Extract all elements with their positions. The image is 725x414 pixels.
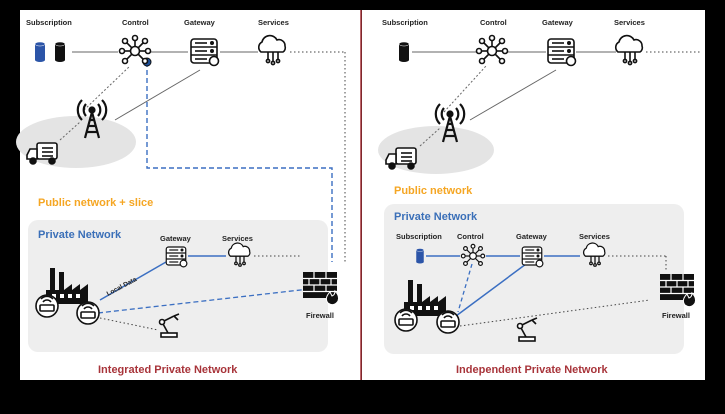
right-private-network-box: [384, 204, 684, 354]
right-router-icon-2: [436, 310, 460, 334]
left-firewall-label: Firewall: [306, 311, 334, 320]
left-label-services: Services: [258, 18, 289, 27]
right-database-icon: [398, 41, 410, 63]
right-inner-gateway-server-icon: [521, 246, 544, 268]
right-inner-database-icon: [415, 248, 425, 264]
left-gateway-server-icon: [190, 38, 220, 67]
right-public-network-label: Public network: [394, 185, 473, 197]
right-inner-services-label: Services: [579, 232, 610, 241]
left-database-icon-black: [54, 41, 66, 63]
left-label-subscription: Subscription: [26, 18, 72, 27]
right-caption: Independent Private Network: [456, 364, 608, 376]
left-label-gateway: Gateway: [184, 18, 216, 27]
left-caption: Integrated Private Network: [98, 364, 238, 376]
left-private-network-box: [28, 220, 328, 352]
left-router-icon-2: [76, 301, 100, 325]
right-label-services: Services: [614, 18, 645, 27]
left-inner-gateway-server-icon: [165, 246, 188, 268]
right-private-network-label: Private Network: [394, 211, 478, 223]
right-router-icon-1: [394, 308, 418, 332]
right-inner-gateway-label: Gateway: [516, 232, 548, 241]
right-label-subscription: Subscription: [382, 18, 428, 27]
right-inner-subscription-label: Subscription: [396, 232, 442, 241]
left-inner-services-label: Services: [222, 234, 253, 243]
left-panel: Subscription Control Gateway Services Pu…: [16, 10, 361, 380]
right-label-control: Control: [480, 18, 507, 27]
right-gateway-server-icon: [547, 38, 577, 67]
left-inner-gateway-label: Gateway: [160, 234, 192, 243]
left-public-network-label: Public network + slice: [38, 197, 153, 209]
right-panel: Subscription Control Gateway Services Pu…: [362, 10, 705, 380]
right-inner-control-label: Control: [457, 232, 484, 241]
left-private-network-label: Private Network: [38, 229, 122, 241]
left-label-control: Control: [122, 18, 149, 27]
left-database-icon-blue: [34, 41, 46, 63]
left-router-icon-1: [35, 294, 59, 318]
right-firewall-label: Firewall: [662, 311, 690, 320]
right-label-gateway: Gateway: [542, 18, 574, 27]
